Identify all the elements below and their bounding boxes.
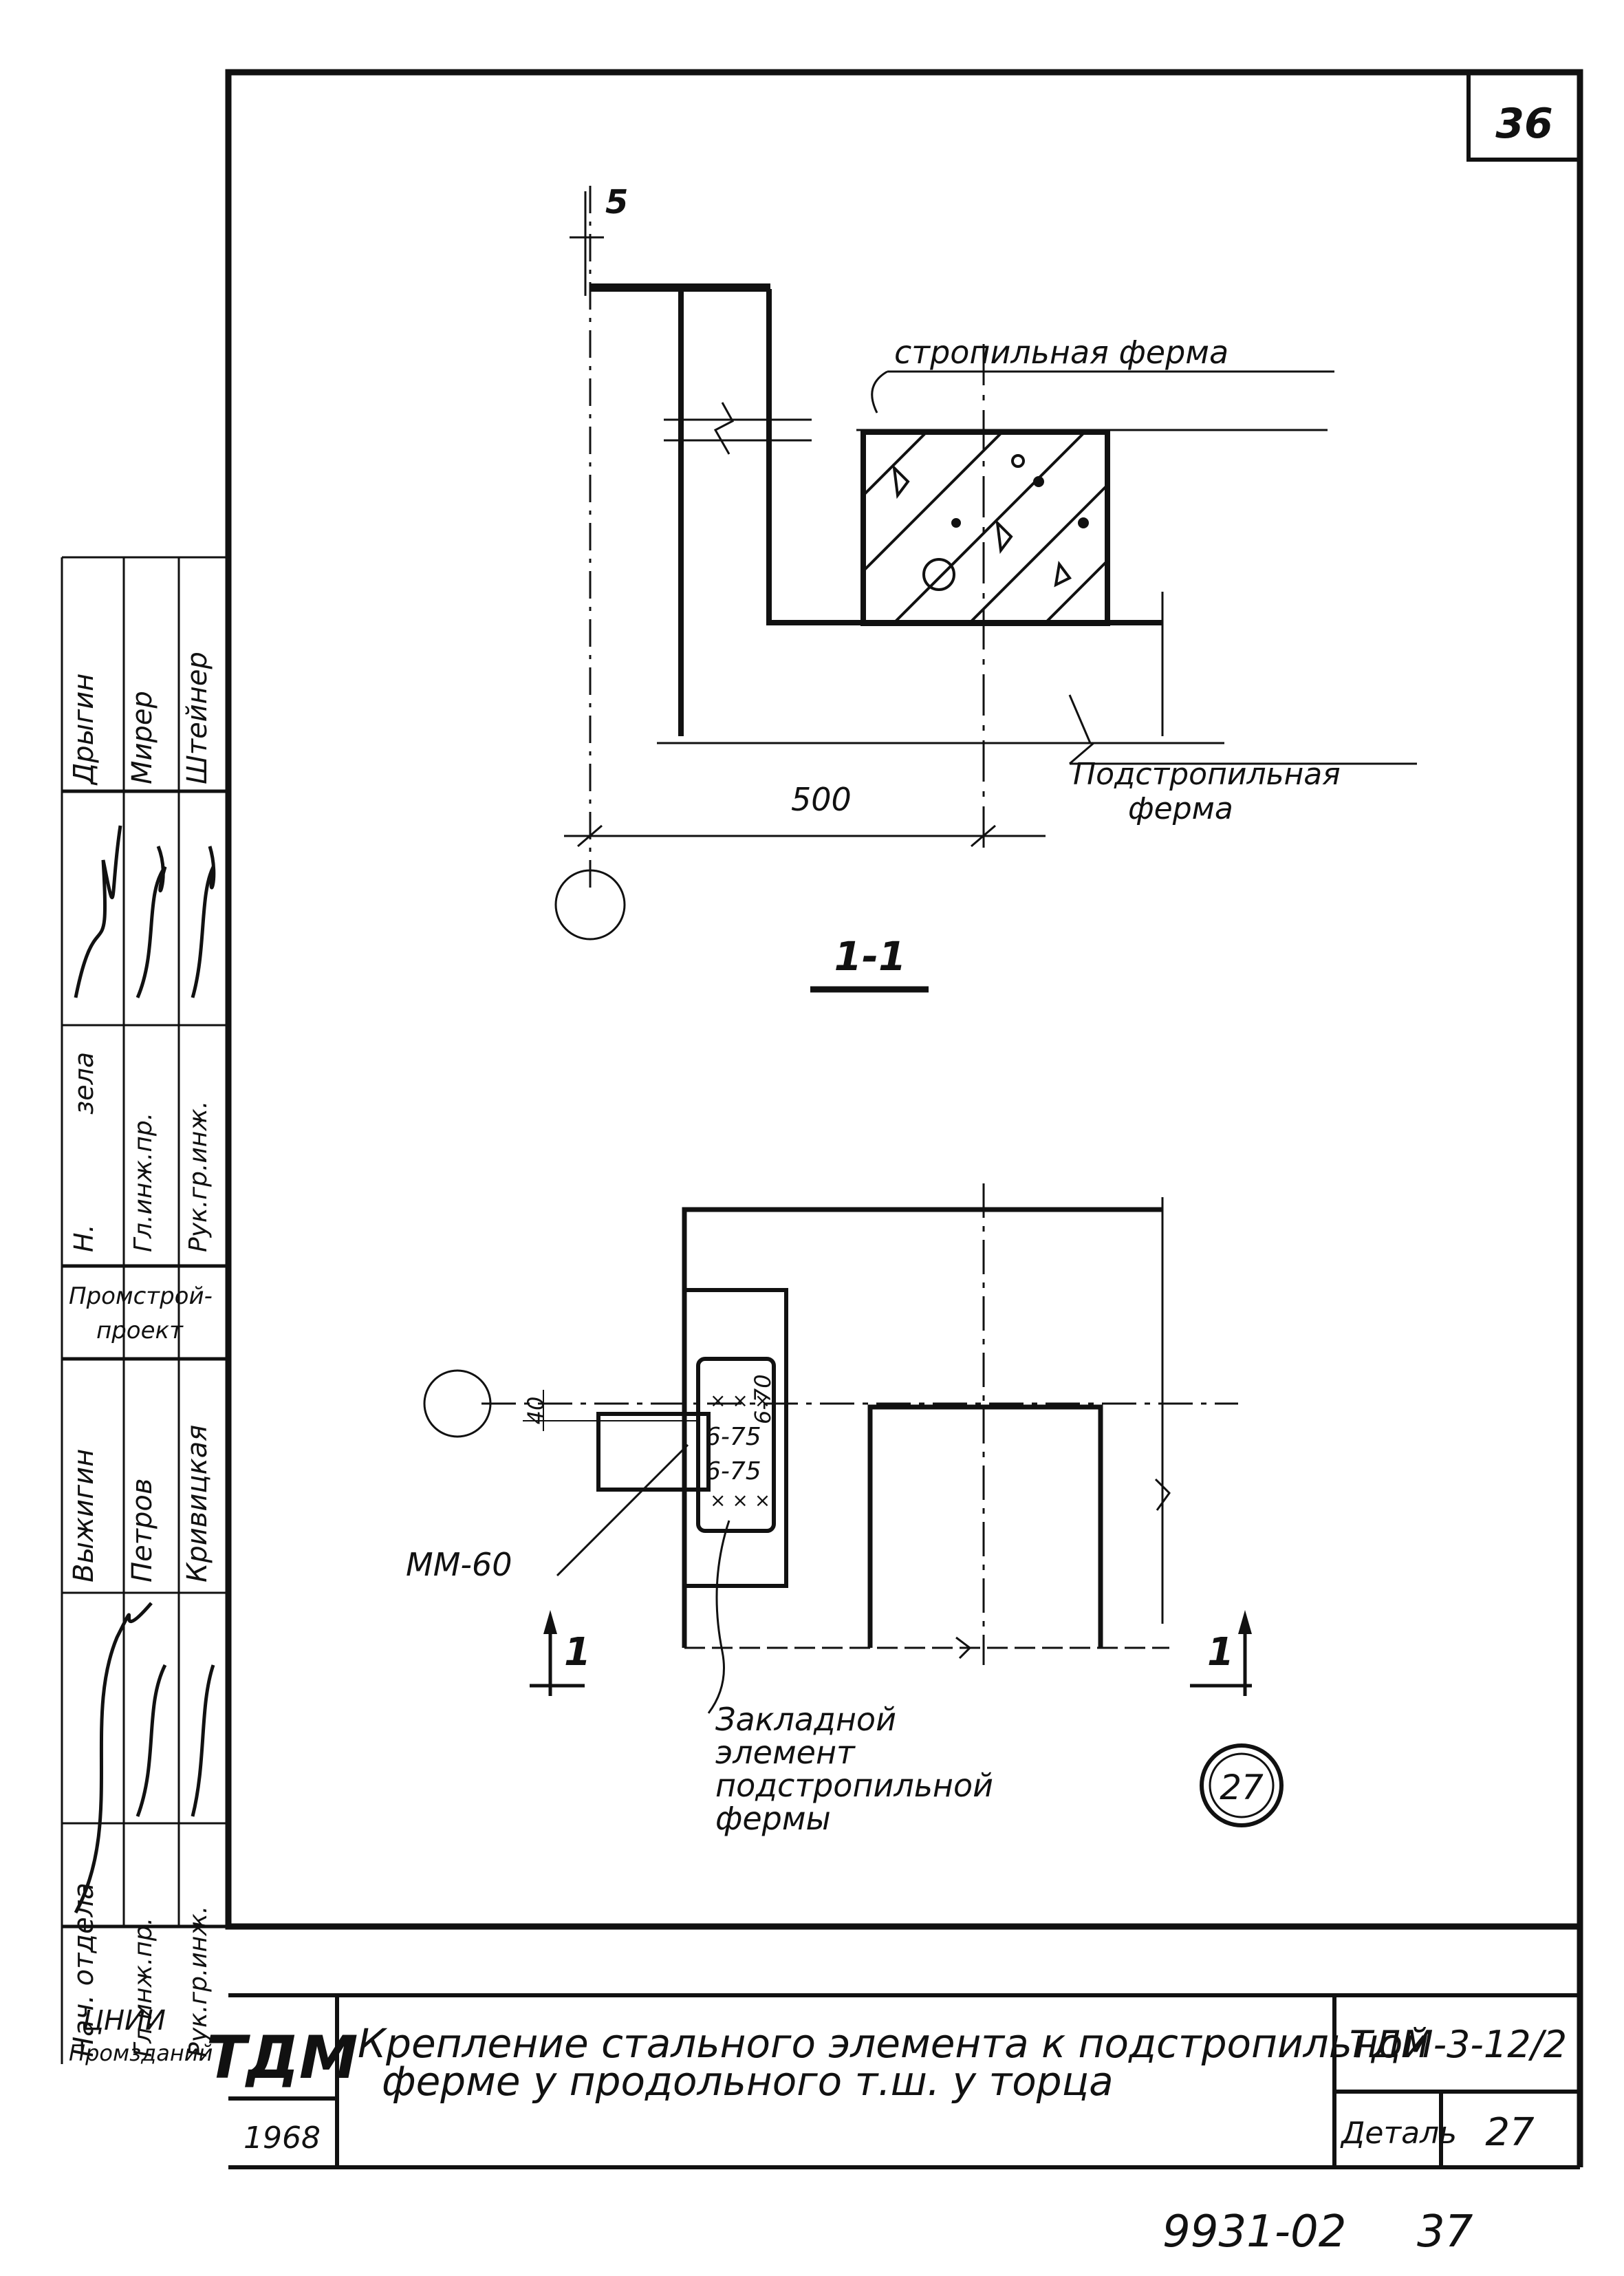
label-embedded-line3: подстропильной (715, 1767, 993, 1804)
footer: 9931-02 37 (1162, 2207, 1473, 2257)
weld-label-2: 6-75 (705, 1457, 761, 1485)
signature-3 (191, 846, 216, 998)
label-embedded-line1: Закладной (715, 1701, 896, 1738)
weld-label-vertical: 6-70 (750, 1374, 776, 1424)
stamp-group3-name3: Кривицкая (182, 1425, 213, 1582)
stamp-group3-name2: Петров (127, 1479, 158, 1582)
stamp-group3-name1: Выжигин (68, 1449, 100, 1582)
title-block: ТДМ 1968 Крепление стального элемента к … (206, 1926, 1583, 2169)
stamp-org: Промстрой- (69, 1282, 213, 1310)
signature-1 (74, 825, 122, 998)
label-embedded-line4: фермы (715, 1800, 831, 1837)
stamp-group1-name2: Мирер (127, 691, 158, 784)
stamp-org2-line2: Промзданий (69, 2040, 213, 2066)
stamp-group1-name1: Дрыгин (68, 674, 100, 786)
section-label: 1-1 (834, 933, 907, 980)
signature-5 (136, 1664, 167, 1817)
svg-text:× × ×: × × × (710, 1489, 770, 1512)
detail-number-circle: 27 (1220, 1768, 1264, 1807)
stamp-group2-role3: Рук.гр.инж. (184, 1101, 213, 1252)
stamp-group2-h: Н. (69, 1224, 99, 1252)
label-sub-rafter-truss-line1: Подстропильная (1073, 757, 1341, 792)
sheet-number-box: 36 (1466, 72, 1580, 162)
title-code: ТДМ-3-12/2 (1350, 2023, 1567, 2066)
drawing-number: 9931-02 (1162, 2207, 1346, 2257)
section-mark-right: 1 (1207, 1630, 1234, 1675)
title-detail-value: 27 (1485, 2110, 1535, 2155)
title-detail-label: Деталь (1340, 2116, 1457, 2151)
title-year: 1968 (243, 2121, 321, 2156)
label-element: ММ-60 (406, 1546, 512, 1583)
page-number: 37 (1417, 2207, 1473, 2257)
signature-4 (74, 1602, 153, 1914)
stamp-group4-role1: Нач. отдела (68, 1882, 100, 2057)
section-dimension-bottom: 500 (791, 781, 852, 818)
plan-dimension-left: 40 (523, 1397, 549, 1425)
title-logo: ТДМ (206, 2023, 358, 2092)
stamp-group1-name3: Штейнер (182, 652, 213, 784)
svg-text:проект: проект (96, 1317, 184, 1344)
svg-text:× × ×: × × × (710, 1389, 770, 1412)
section-mark-left: 1 (564, 1630, 591, 1675)
stamp-group4-role2: Гл.инж.пр. (129, 1918, 158, 2057)
label-embedded-line2: элемент (715, 1734, 856, 1771)
title-text-line2: ферме у продольного т.ш. у торца (382, 2058, 1114, 2105)
stamp-group4-role3: Рук.гр.инж. (184, 1906, 213, 2057)
stamp-head-word: зела (69, 1052, 99, 1115)
side-stamp: Дрыгин Мирер Штейнер Н. зела Гл.инж.пр. … (61, 556, 228, 2066)
weld-label-1: 6-75 (705, 1423, 761, 1451)
label-rafter-truss: стропильная ферма (894, 334, 1228, 371)
label-sub-rafter-truss-line2: ферма (1128, 791, 1233, 826)
stamp-org2-line1: ЦНИИ (83, 2005, 166, 2037)
plan-view: 40 × × × 6-75 6-75 × × × 6-70 ММ-60 Закл… (406, 1183, 1284, 1837)
section-dimension-top: 5 (605, 183, 628, 222)
stamp-group2-role2: Гл.инж.пр. (129, 1113, 158, 1252)
concrete-hatch (862, 432, 1109, 624)
section-1-1-view: 5 стропильна (554, 183, 1417, 993)
signature-6 (191, 1664, 215, 1817)
title-text-line1: Крепление стального элемента к подстропи… (358, 2020, 1429, 2067)
sheet-number: 36 (1495, 100, 1553, 148)
signature-2 (136, 846, 167, 998)
